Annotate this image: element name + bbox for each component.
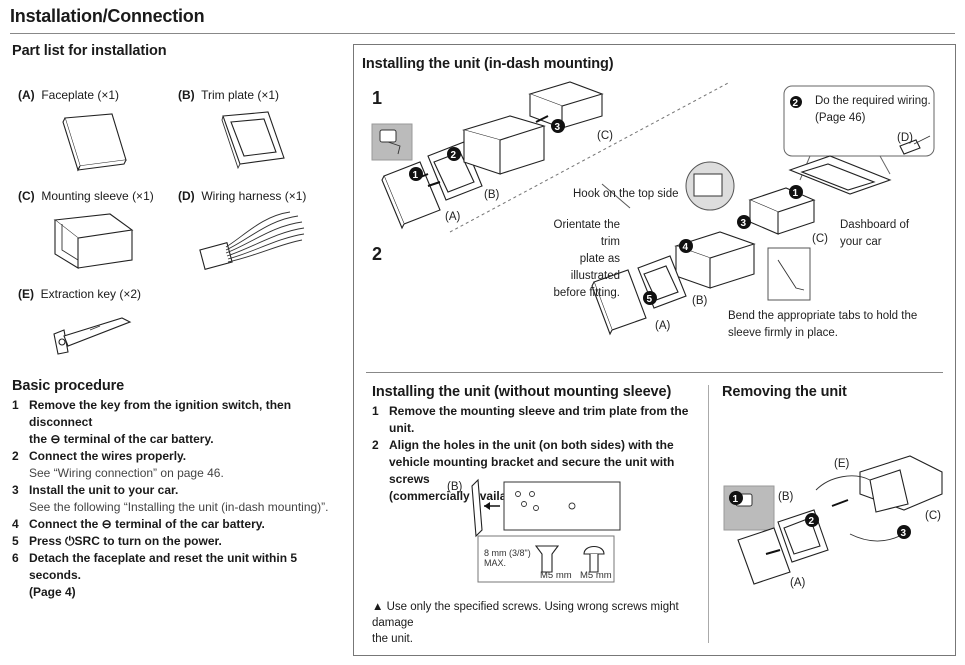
screw-m5-b: M5 mm (580, 570, 612, 581)
svg-text:1: 1 (413, 170, 419, 181)
figure-1-exploded-view: 1 2 3 (371, 81, 731, 233)
wiring-text: Do the required wiring. (815, 95, 931, 107)
svg-text:3: 3 (555, 122, 561, 133)
remove-label-b: (B) (778, 491, 794, 503)
warning-note: ▲ Use only the specified screws. Using w… (372, 601, 679, 645)
remove-label-a: (A) (790, 577, 806, 589)
basic-step-4: 4 Connect the ⊖ terminal of the car batt… (12, 517, 265, 531)
svg-text:3: 3 (901, 528, 907, 539)
svg-text:3: 3 (741, 218, 747, 229)
bracket-illustration (471, 478, 621, 583)
part-b-label: (B) Trim plate (×1) (178, 88, 280, 102)
wiring-label-d: (D) (897, 132, 913, 144)
page-title: Installation/Connection (10, 6, 205, 26)
wiring-page: (Page 46) (815, 112, 866, 124)
part-c-label: (C) Mounting sleeve (×1) (18, 189, 154, 203)
basic-steps: 1 Remove the key from the ignition switc… (12, 397, 342, 601)
svg-text:1: 1 (793, 188, 799, 199)
part-e-label: (E) Extraction key (×2) (18, 287, 142, 301)
screw-size: 8 mm (3/8")MAX. (484, 548, 531, 568)
hook-text: Hook on the top side (573, 188, 679, 200)
trim-plate-illustration (221, 111, 285, 170)
title-rule (10, 33, 955, 34)
basic-heading: Basic procedure (12, 378, 125, 394)
fig2-label-c: (C) (812, 233, 828, 245)
indash-heading: Installing the unit (in-dash mounting) (362, 56, 614, 72)
nosleeve-step-2: 2 Align the holes in the unit (on both s… (372, 438, 675, 503)
figure-2-exploded-view: 1 3 4 5 (591, 155, 892, 336)
panel-divider-v (708, 385, 709, 643)
wiring-harness-illustration (199, 211, 305, 270)
remove-label-c: (C) (925, 510, 941, 522)
mounting-sleeve-illustration (53, 213, 134, 269)
svg-text:1: 1 (733, 494, 739, 505)
figure-2-number: 2 (372, 244, 383, 264)
part-a-label: (A) Faceplate (×1) (18, 88, 120, 102)
figure-1-number: 1 (372, 88, 383, 108)
wiring-callout: 2 (783, 85, 935, 181)
removing-illustration: 1 2 3 (723, 455, 943, 585)
basic-step-3: 3 Install the unit to your car.See the f… (12, 483, 329, 514)
part-d-label: (D) Wiring harness (×1) (178, 189, 307, 203)
removing-heading: Removing the unit (722, 384, 847, 400)
power-icon: ⏻ (65, 534, 75, 548)
fig1-label-c: (C) (597, 130, 613, 142)
basic-step-5: 5 Press ⏻SRC to turn on the power. (12, 534, 222, 548)
extraction-key-illustration (53, 317, 132, 355)
remove-label-e: (E) (834, 458, 850, 470)
warning-icon: ▲ (372, 601, 384, 613)
bracket-label-b: (B) (447, 481, 463, 493)
fig2-label-a: (A) (655, 320, 671, 332)
fig1-label-a: (A) (445, 211, 461, 223)
svg-text:5: 5 (647, 294, 653, 305)
basic-step-2: 2 Connect the wires properly.See “Wiring… (12, 449, 224, 480)
fig2-label-b: (B) (692, 295, 708, 307)
install-panel (353, 44, 956, 656)
fig1-label-b: (B) (484, 189, 500, 201)
svg-text:2: 2 (451, 150, 457, 161)
basic-step-6: 6 Detach the faceplate and reset the uni… (12, 551, 298, 599)
minus-icon: ⊖ (101, 517, 112, 531)
faceplate-illustration (62, 113, 127, 172)
basic-step-1: 1 Remove the key from the ignition switc… (12, 398, 292, 446)
svg-text:2: 2 (793, 98, 799, 109)
svg-text:4: 4 (683, 242, 689, 253)
minus-icon: ⊖ (50, 432, 61, 446)
nosleeve-heading: Installing the unit (without mounting sl… (372, 384, 672, 400)
svg-text:2: 2 (809, 516, 815, 527)
screw-m5-a: M5 mm (540, 570, 572, 581)
panel-divider-h (366, 372, 943, 373)
parts-heading: Part list for installation (12, 43, 167, 59)
